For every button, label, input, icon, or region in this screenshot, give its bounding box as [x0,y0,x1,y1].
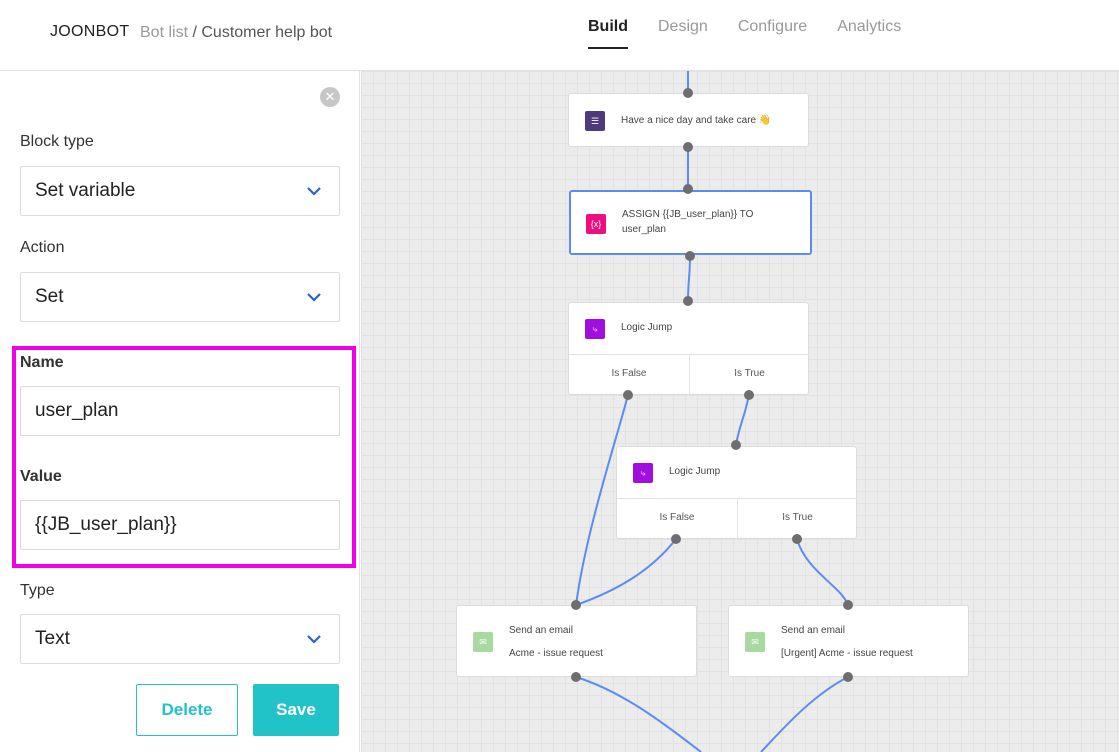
brand-logo[interactable]: JOONBOT [50,23,130,40]
edge-email2-down [760,676,849,752]
message-node[interactable]: ☰ Have a nice day and take care 👋 [568,93,809,147]
name-field[interactable]: user_plan [20,386,340,436]
email-node-1[interactable]: ✉ Send an email Acme - issue request [456,605,697,677]
chevron-down-icon [307,635,321,644]
connector-dot[interactable] [744,390,754,400]
branch-is-false[interactable]: Is False [617,498,738,538]
branch-is-true[interactable]: Is True [690,354,809,394]
logic-jump-2-text: Logic Jump [669,466,721,477]
edge-email1-down [575,676,702,752]
connector-dot[interactable] [731,440,741,450]
email-2-title: Send an email [781,625,845,636]
branch-is-true[interactable]: Is True [738,498,857,538]
action-value: Set [35,286,64,307]
connector-dot[interactable] [571,672,581,682]
save-button[interactable]: Save [253,684,339,736]
highlight-box [12,346,356,568]
chevron-down-icon [307,187,321,196]
chevron-down-icon [307,293,321,302]
action-select[interactable]: Set [20,272,340,322]
delete-button[interactable]: Delete [136,684,238,736]
block-type-label: Block type [20,133,94,150]
email-icon: ✉ [745,632,765,652]
type-select[interactable]: Text [20,614,340,664]
action-label: Action [20,239,65,256]
edge-logic1-true-logic2 [735,394,750,446]
connector-dot[interactable] [683,88,693,98]
block-settings-panel: ✕ Block type Set variable Action Set Nam… [0,71,360,752]
flow-canvas[interactable]: ☰ Have a nice day and take care 👋 {x} AS… [361,71,1119,752]
breadcrumb: Bot list / Customer help bot [140,24,332,42]
variable-icon: {x} [586,214,606,234]
assign-node[interactable]: {x} ASSIGN {{JB_user_plan}} TO user_plan [569,190,812,255]
connector-dot[interactable] [571,600,581,610]
email-1-title: Send an email [509,625,573,636]
value-field[interactable]: {{JB_user_plan}} [20,500,340,550]
tab-configure[interactable]: Configure [737,18,808,35]
branch-is-false[interactable]: Is False [569,354,690,394]
connector-dot[interactable] [792,534,802,544]
close-icon[interactable]: ✕ [320,87,340,107]
edge-assign-logic1 [687,255,691,302]
breadcrumb-separator: / [188,24,202,41]
type-label: Type [20,582,55,599]
logic-jump-icon: ⤷ [585,319,605,339]
assign-node-text: ASSIGN {{JB_user_plan}} TO user_plan [622,209,754,235]
breadcrumb-current: Customer help bot [201,24,333,41]
tab-design[interactable]: Design [658,18,708,35]
logic-jump-icon: ⤷ [633,463,653,483]
message-node-text: Have a nice day and take care 👋 [621,115,772,126]
connector-dot[interactable] [685,251,695,261]
main-tabs: Build Design Configure Analytics [588,18,931,49]
value-label: Value [20,468,62,485]
connector-dot[interactable] [671,534,681,544]
top-header: JOONBOT Bot list / Customer help bot Bui… [0,0,1119,71]
edge-logic2-true-email2 [796,538,849,606]
breadcrumb-bot-list[interactable]: Bot list [140,24,189,41]
email-2-subject: [Urgent] Acme - issue request [781,648,913,659]
type-value: Text [35,628,70,649]
email-icon: ✉ [473,632,493,652]
connector-dot[interactable] [843,672,853,682]
email-1-subject: Acme - issue request [509,648,603,659]
name-label: Name [20,354,64,371]
logic-jump-node-1[interactable]: ⤷ Logic Jump Is False Is True [568,302,809,395]
message-icon: ☰ [585,111,605,131]
tab-build[interactable]: Build [588,18,628,49]
edge-logic2-false-email1 [575,538,677,606]
tab-analytics[interactable]: Analytics [837,18,902,35]
block-type-value: Set variable [35,180,136,201]
connector-dot[interactable] [843,600,853,610]
edge-logic1-false-email1 [575,394,629,606]
connector-dot[interactable] [683,142,693,152]
logic-jump-1-text: Logic Jump [621,322,673,333]
email-node-2[interactable]: ✉ Send an email [Urgent] Acme - issue re… [728,605,969,677]
block-type-select[interactable]: Set variable [20,166,340,216]
logic-jump-node-2[interactable]: ⤷ Logic Jump Is False Is True [616,446,857,539]
connector-dot[interactable] [623,390,633,400]
connector-dot[interactable] [683,184,693,194]
connector-dot[interactable] [683,296,693,306]
